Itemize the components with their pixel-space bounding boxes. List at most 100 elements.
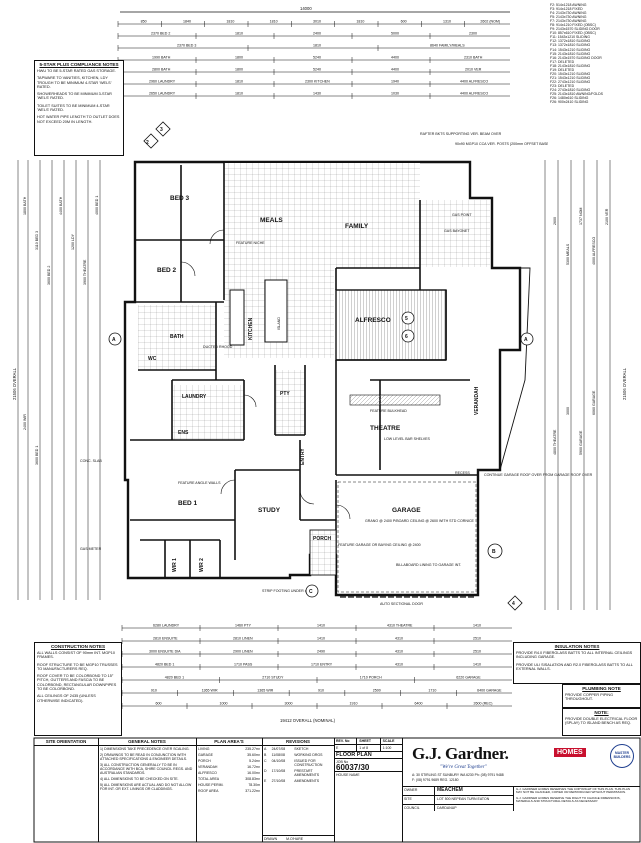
dim-label: 1940 — [391, 80, 399, 84]
section-marker-5-text: 5 — [405, 316, 408, 322]
revision-desc: ISSUED FOR CONSTRUCTION — [294, 759, 323, 767]
dim-overall-bottom: 19412 OVERALL (NOMINAL) — [280, 718, 336, 723]
note-line: 4) ALL DIMENSIONS TO BE CHECKED ON SITE. — [100, 777, 179, 781]
construction-notes-panel: CONSTRUCTION NOTES ALL WALLS CONSIST OF … — [34, 642, 122, 736]
dim-label: 600 — [401, 20, 407, 24]
sheet-info-values: E 1 of 8 1:100 — [334, 745, 402, 752]
council-row: COUNCIL DARDANUP — [402, 804, 640, 811]
plan-area-label: LIVING — [198, 747, 210, 751]
dim-label: 1410 — [473, 663, 481, 667]
dim-label: 3600 BED 1 — [35, 446, 39, 465]
section-marker-a-left-text: A — [112, 337, 116, 343]
theatre-shelves — [349, 394, 441, 406]
revision-date: 04/10/08 — [271, 759, 286, 763]
room-wir1: WIR 1 — [172, 558, 178, 572]
dim-label: 1365 WIR — [202, 689, 218, 693]
section-marker-c — [305, 584, 319, 598]
revision-desc: PRESTART AMENDMENTS — [294, 769, 320, 777]
note-line: F19: DELETED — [550, 67, 575, 72]
note-line: F26: 900x2410 SLIDING — [550, 100, 589, 105]
label-porch-ceiling: FEATURE GARAGE OR BAYING CEILING @ 2400 — [338, 543, 421, 547]
general-note-panel: NOTE: PROVIDE DOUBLE ELECTRICAL FLOOR (S… — [562, 708, 641, 736]
revision-desc: WORKING DRGS — [294, 753, 323, 757]
site-orientation-title: SITE ORIENTATION — [34, 738, 98, 746]
note-line: F10: 857x610 FIXED (OBSC) — [550, 31, 596, 36]
dim-overall: 14000 — [300, 6, 312, 11]
label-posts: 90x90 MGP10 CCA VER. POSTS (200mm OFFSET… — [455, 142, 550, 146]
dim-label: 6220 GARAGE — [456, 676, 481, 680]
revisions-title: REVISIONS — [262, 738, 334, 746]
kitchen-bench — [229, 289, 245, 346]
room-bed3: BED 3 — [170, 195, 190, 202]
sheet-info-header: REV. No SHEET SCALE — [334, 738, 402, 745]
room-bath: BATH — [170, 334, 184, 340]
dim-label: 4000 BED 1 — [95, 196, 99, 215]
dim-label: 2370 BED 2 — [151, 32, 170, 36]
site-value: LOT 500 NEPEAN TURN EATON — [435, 795, 514, 805]
dim-overall-right: 21506 OVERALL — [622, 367, 627, 400]
insulation-notes-panel: INSULATION NOTES PROVIDE R4.0 FIBERGLASS… — [513, 642, 641, 684]
dim-label: 4400 — [391, 68, 399, 72]
drawn-value: M.O'HARE — [286, 837, 304, 841]
scale-value: 1:100 — [382, 746, 392, 750]
job-no-label: JOB No — [336, 760, 349, 764]
note-line: F9: 2143x1570 SLIDING DOOR — [550, 27, 600, 32]
dim-label: 2810 LINEN — [233, 637, 253, 641]
brand-homes: HOMES — [554, 748, 586, 757]
brand-tagline: "We're Great Together" — [440, 765, 487, 770]
label-bulkhead: FEATURE BULKHEAD — [370, 409, 407, 413]
note-line: F26: 1480x610 SLIDING — [550, 96, 589, 101]
dim-label: 2500 — [373, 689, 381, 693]
door-swing — [299, 489, 315, 505]
dim-label: 1800 — [235, 56, 243, 60]
note-line: SHOWERHEADS TO BE MINIMUM 3-STAR 'WELS' … — [37, 92, 112, 101]
note-line: F11: 1543x1210 SLIDING — [550, 35, 591, 40]
note-line: F14: 1543x1210 SLIDING — [550, 47, 591, 52]
plan-area-label: GARAGE — [198, 753, 213, 757]
plan-area-value: 308.83m² — [245, 777, 260, 781]
drawing-title: FLOOR PLAN — [334, 752, 402, 759]
dim-label: 910 — [318, 689, 324, 693]
room-laundry: LAUNDRY — [182, 394, 207, 400]
label-gas-meter: GAS METER — [80, 547, 102, 551]
dim-label: 5900 GARAGE — [579, 430, 583, 455]
plan-area-value: 16.00m² — [247, 771, 260, 775]
dim-label: 5300 MEALS — [566, 243, 570, 265]
dim-label: 6400 GARAGE — [477, 689, 502, 693]
note-line: F7: 2143x730 AWNING — [550, 19, 587, 24]
room-pty: PTY — [280, 391, 290, 397]
dim-label: 2600 — [553, 217, 557, 225]
brand-area: G.J. Gardner. HOMES "We're Great Togethe… — [402, 738, 640, 842]
room-family: FAMILY — [345, 223, 369, 230]
copyright-note: G.J. GARDNER HOMES RESERVES THE COPYRIGH… — [516, 787, 631, 795]
dim-label: 2710 STUDY — [262, 676, 284, 680]
dim-label: 2602 (NOM) — [480, 20, 500, 24]
dim-label: 1460 PTY — [235, 624, 252, 628]
dim-label: 2400 WIR — [23, 414, 27, 430]
dim-label: 4310 — [395, 650, 403, 654]
plan-area-label: PORCH — [198, 759, 211, 763]
dim-label: 1000 — [220, 702, 228, 706]
note-line: PROVIDE ULI SISALATION AND R2.0 FIBERGLA… — [516, 662, 633, 671]
room-alfresco: ALFRESCO — [355, 317, 391, 324]
section-marker-c-text: C — [309, 589, 313, 595]
dim-label: 1710 — [428, 689, 436, 693]
note-line: 5) ALL DIMENSIONS ARE ACTUAL AND DO NOT … — [100, 783, 192, 791]
note-line: F8: 914x1210 FIXED (OBSC) — [550, 23, 596, 28]
dim-label: 2510 — [473, 650, 481, 654]
dim-label: 1910 — [350, 702, 358, 706]
dim-label: 4400 ALFRESCO — [460, 92, 488, 96]
note-line: F16: 2143x1570 SLIDING DOOR — [550, 55, 602, 60]
sheet-info-cell: REV. No SHEET SCALE E 1 of 8 1:100 FLOOR… — [334, 738, 403, 842]
section-marker-b — [487, 543, 503, 559]
family-floor-ext — [420, 200, 490, 267]
rev-no-value: E — [334, 745, 358, 751]
dim-label: 1710 ENTRY — [311, 663, 333, 667]
note-line: 1) DIMENSIONS TAKE PRECEDENCE OVER SCALI… — [100, 747, 190, 751]
dim-label: 4310 — [395, 637, 403, 641]
